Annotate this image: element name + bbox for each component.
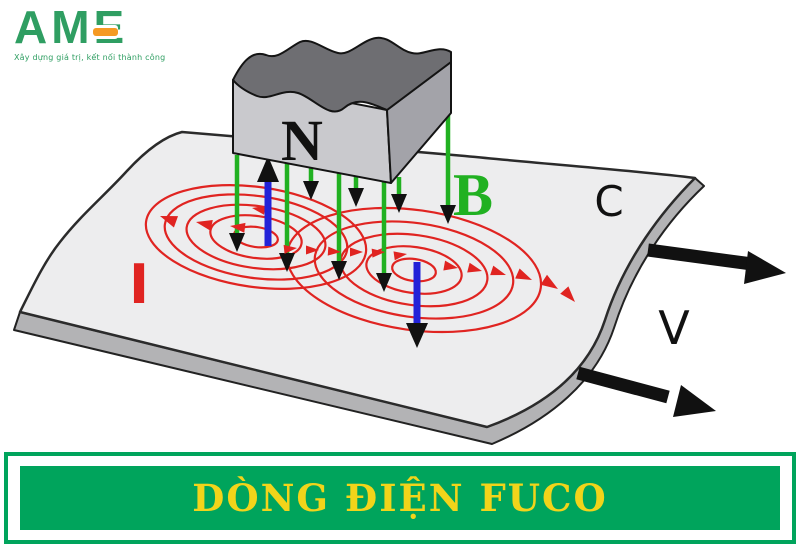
eddy-arrowhead: [393, 251, 407, 261]
eddy-arrowhead: [306, 245, 319, 255]
conductor-plate: [18, 130, 697, 429]
magnet-top-face: [232, 36, 452, 113]
label-b: B: [453, 162, 493, 228]
eddy-arrowhead: [283, 244, 297, 254]
eddy-ring: [365, 245, 463, 295]
velocity-arrowhead: [744, 251, 786, 284]
field-arrowhead: [391, 194, 407, 213]
field-arrowhead: [279, 253, 295, 272]
eddy-arrowhead: [490, 265, 506, 276]
label-c: C: [594, 177, 623, 226]
eddy-arrowhead: [560, 286, 575, 302]
field-arrowhead: [303, 181, 319, 200]
eddy-arrowhead: [327, 246, 341, 256]
velocity-arrow-shaft: [576, 366, 670, 404]
logo-brand-text: AME: [14, 1, 129, 53]
velocity-arrow-shaft: [647, 243, 753, 271]
label-i: I: [129, 253, 149, 316]
eddy-current-diagram: N B C I V: [13, 36, 786, 445]
logo-e-accent-bar: [93, 28, 118, 36]
eddy-ring: [185, 203, 327, 271]
eddy-ring: [313, 220, 515, 320]
induced-up-head: [257, 156, 279, 182]
eddy-ring: [163, 193, 349, 281]
velocity-arrows: [576, 243, 786, 417]
field-arrowhead: [376, 273, 392, 292]
logo-tagline: Xây dựng giá trị, kết nối thành công: [14, 53, 166, 62]
velocity-arrow-upper: [647, 243, 786, 284]
label-n: N: [281, 108, 323, 173]
eddy-arrowhead: [196, 219, 213, 231]
b-field-arrowheads: [229, 181, 456, 292]
caption-title: DÒNG ĐIỆN FUCO: [192, 476, 608, 520]
velocity-arrowhead: [673, 385, 716, 417]
eddy-ring: [144, 184, 368, 290]
induced-arrow-heads: [257, 156, 428, 348]
eddy-arrowhead: [467, 262, 482, 273]
caption-banner: DÒNG ĐIỆN FUCO: [4, 452, 796, 544]
velocity-arrow-lower: [576, 366, 716, 417]
eddy-arrowhead: [252, 205, 266, 215]
eddy-arrowhead: [540, 274, 558, 289]
field-arrowhead: [229, 233, 245, 252]
label-v: V: [658, 301, 690, 355]
induced-down-head: [406, 323, 428, 348]
eddy-ring: [391, 257, 437, 283]
logo: AME Xây dựng giá trị, kết nối thành công: [14, 4, 165, 62]
logo-brand: AME: [14, 4, 128, 50]
caption-banner-inner: DÒNG ĐIỆN FUCO: [20, 466, 780, 530]
field-arrowhead: [331, 261, 347, 280]
magnet: [232, 36, 452, 184]
eddy-arrowheads: [160, 205, 575, 302]
eddy-arrowhead: [371, 248, 385, 258]
field-arrowhead: [348, 188, 364, 207]
eddy-arrowhead: [160, 216, 179, 228]
field-arrowhead: [440, 205, 456, 224]
eddy-arrowhead: [350, 247, 363, 257]
eddy-arrowhead: [443, 260, 458, 271]
eddy-arrowhead: [515, 268, 532, 280]
induced-arrow-shafts: [264, 180, 421, 326]
eddy-arrowhead: [230, 222, 246, 233]
